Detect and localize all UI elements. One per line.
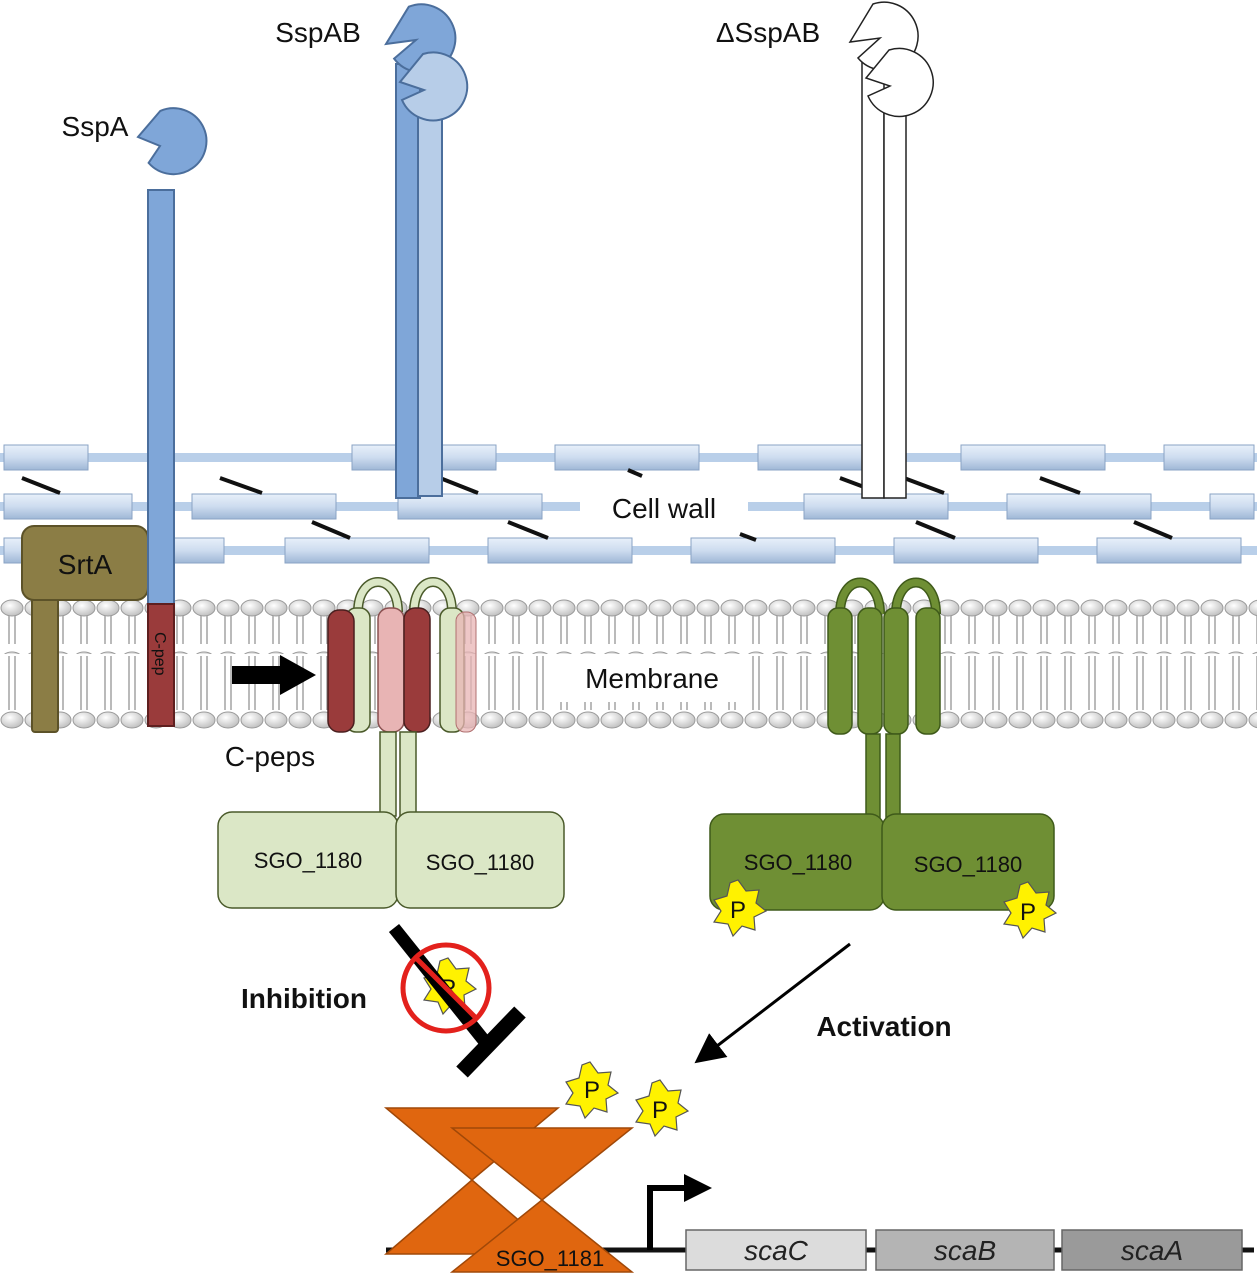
phospho-star-2: P xyxy=(1002,881,1058,940)
srta-protein: SrtA xyxy=(21,525,149,733)
cpep-label: C-pep xyxy=(151,632,168,676)
cell-wall-label: Cell wall xyxy=(612,493,716,524)
sspa-head xyxy=(136,107,208,176)
regulator-label: SGO_1181 xyxy=(496,1246,604,1271)
phospho-label: P xyxy=(1020,899,1036,926)
phospho-star-1: P xyxy=(712,879,768,938)
cpep-anchor xyxy=(147,603,175,727)
activation-arrow xyxy=(694,942,851,1064)
cell-wall-label-bg xyxy=(580,485,748,527)
kinase-left-label-2: SGO_1180 xyxy=(426,850,534,875)
gene-scab-label: scaB xyxy=(934,1235,996,1266)
kinase-left-domain-2 xyxy=(395,811,565,909)
kinase-left: SGO_1180 SGO_1180 xyxy=(217,577,565,909)
membrane: Membrane xyxy=(0,598,1257,734)
kinase-right-domain-2 xyxy=(881,813,1055,911)
delta-sspab-label: ΔSspAB xyxy=(716,17,820,48)
phospho-label: P xyxy=(584,1077,600,1104)
kinase-right-label-1: SGO_1180 xyxy=(744,850,852,875)
phospho-star-4: P xyxy=(634,1079,690,1138)
response-regulator: SGO_1181 xyxy=(383,1107,635,1273)
activation-label: Activation xyxy=(816,1011,951,1042)
cell-wall-crosslinks xyxy=(21,468,1173,542)
cell-wall: Cell wall xyxy=(0,444,1257,564)
membrane-label: Membrane xyxy=(585,663,719,694)
sspab-label: SspAB xyxy=(275,17,361,48)
cpep-bound-2 xyxy=(377,607,405,733)
kinase-left-label-1: SGO_1180 xyxy=(254,848,362,873)
sspab-protein: SspAB xyxy=(275,3,469,499)
delta-sspab-protein: ΔSspAB xyxy=(716,1,934,499)
gene-scaa: scaA xyxy=(1061,1229,1243,1271)
gene-scac-label: scaC xyxy=(744,1235,809,1266)
gene-scab: scaB xyxy=(875,1229,1055,1271)
kinase-right: SGO_1180 SGO_1180 xyxy=(709,577,1055,911)
sspab-head-front xyxy=(398,51,469,122)
cpep-bound-3 xyxy=(403,607,431,733)
phospho-label: P xyxy=(652,1097,668,1124)
cpeps-label: C-peps xyxy=(225,741,315,772)
membrane-label-bg xyxy=(552,654,752,702)
promoter-arrow xyxy=(647,1174,712,1250)
inhibition-symbol: P xyxy=(388,923,526,1078)
gene-scac: scaC xyxy=(685,1229,867,1271)
delta-sspab-head-front xyxy=(864,47,934,118)
kinase-right-label-2: SGO_1180 xyxy=(914,852,1022,877)
prohibited-icon xyxy=(400,942,492,1034)
cpep-transfer-arrow xyxy=(232,655,316,695)
phospho-star-3: P xyxy=(564,1061,620,1120)
inhibition-label: Inhibition xyxy=(241,983,367,1014)
sspa-label: SspA xyxy=(62,111,129,142)
gene-scaa-label: scaA xyxy=(1121,1235,1183,1266)
phospho-label: P xyxy=(730,897,746,924)
cpep-bound-1 xyxy=(327,609,355,733)
sspa-protein: C-pep SspA xyxy=(62,107,208,727)
srta-label: SrtA xyxy=(58,549,113,580)
